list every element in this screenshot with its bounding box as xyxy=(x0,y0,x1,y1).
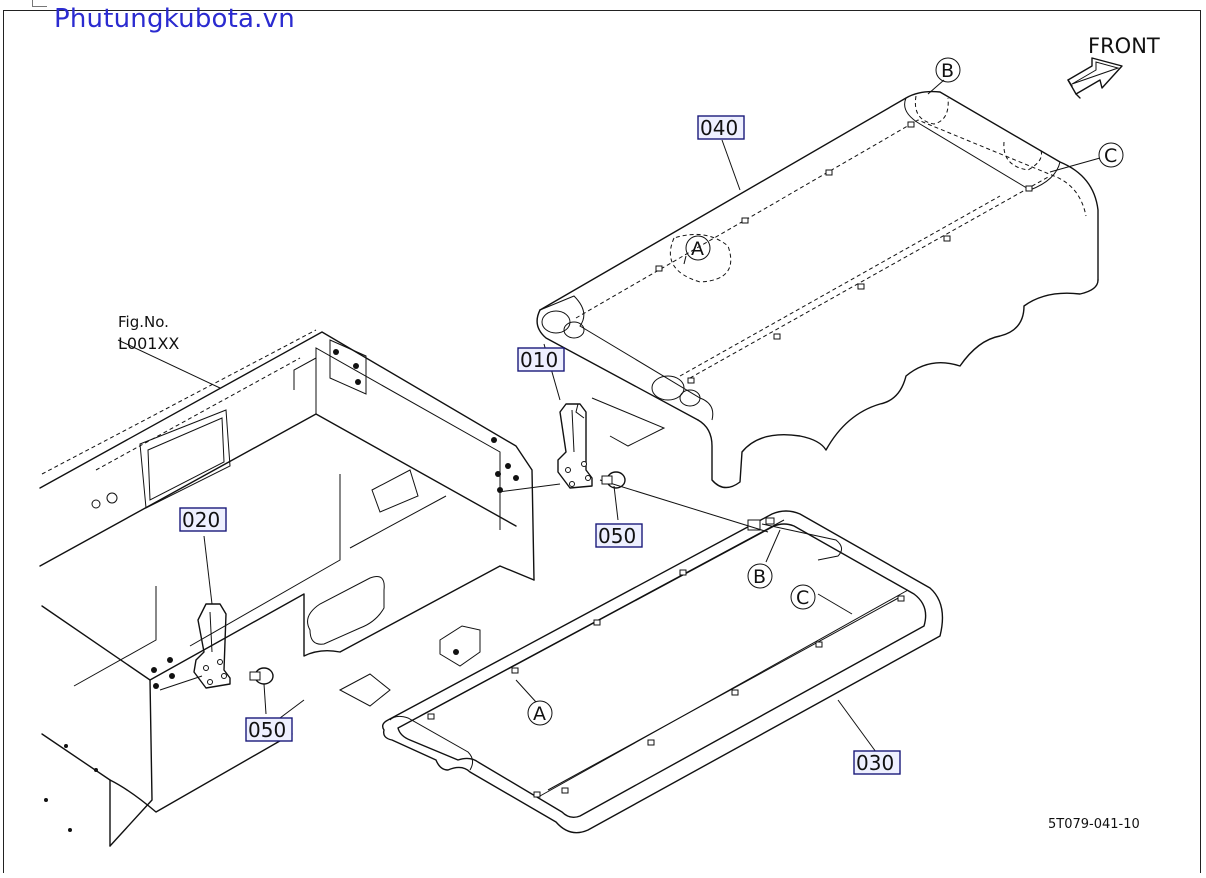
part-label-030[interactable]: 030 xyxy=(853,750,901,775)
canopy-frame xyxy=(381,479,944,834)
canopy-cover xyxy=(536,90,1099,489)
callout-b-canopy: B xyxy=(935,57,961,83)
knob-050-upper xyxy=(601,471,626,521)
callout-a-canopy: A xyxy=(685,235,711,261)
part-label-040[interactable]: 040 xyxy=(697,115,745,140)
fig-no-label: Fig.No. xyxy=(118,313,169,331)
svg-text:040: 040 xyxy=(700,116,738,140)
front-arrow-icon xyxy=(1067,57,1123,99)
drawing-code: 5T079-041-10 xyxy=(1048,817,1140,832)
bracket-020 xyxy=(159,535,231,691)
callout-c-canopy: C xyxy=(1098,142,1124,168)
svg-text:010: 010 xyxy=(520,348,558,372)
svg-text:C: C xyxy=(1104,145,1117,167)
svg-text:050: 050 xyxy=(598,524,636,548)
svg-text:050: 050 xyxy=(248,718,286,742)
corner-mark xyxy=(32,0,47,7)
part-label-010[interactable]: 010 xyxy=(517,347,565,372)
svg-text:A: A xyxy=(691,238,704,260)
part-label-050-upper[interactable]: 050 xyxy=(595,523,643,548)
svg-text:020: 020 xyxy=(182,508,220,532)
site-title: Phutungkubota.vn xyxy=(54,4,295,34)
svg-text:C: C xyxy=(796,587,809,609)
callout-b-frame: B xyxy=(747,563,773,589)
knob-050-lower xyxy=(249,667,274,715)
front-label: FRONT xyxy=(1088,34,1160,58)
fig-code-label: L001XX xyxy=(118,334,179,353)
callout-c-frame: C xyxy=(790,584,816,610)
bracket-010 xyxy=(497,343,666,493)
svg-text:030: 030 xyxy=(856,751,894,775)
part-label-050-lower[interactable]: 050 xyxy=(245,717,293,742)
svg-text:A: A xyxy=(533,703,546,725)
callout-a-frame: A xyxy=(527,700,553,726)
base-body xyxy=(39,329,535,847)
svg-text:B: B xyxy=(753,566,766,588)
part-label-020[interactable]: 020 xyxy=(179,507,227,532)
svg-text:B: B xyxy=(941,60,954,82)
drawing-frame xyxy=(3,10,1201,873)
